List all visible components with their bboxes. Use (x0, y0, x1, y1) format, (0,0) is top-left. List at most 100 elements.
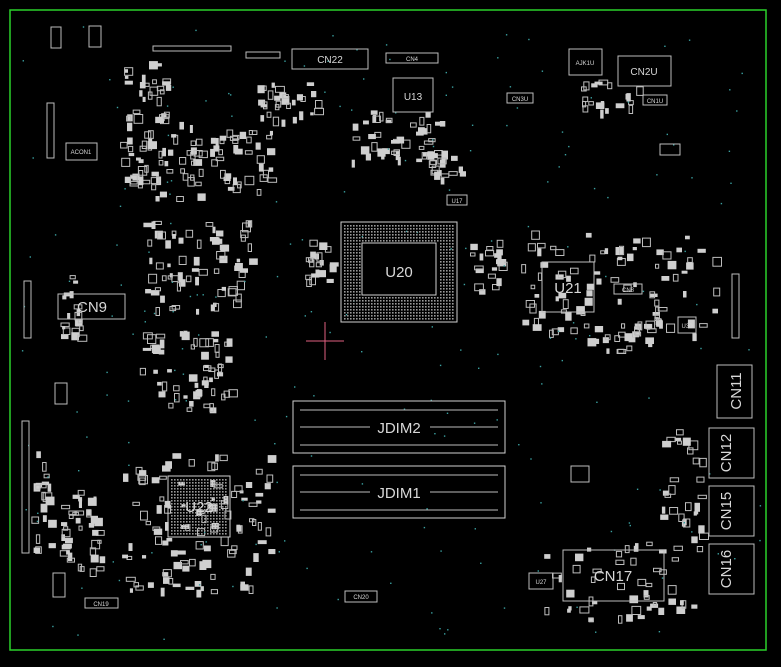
chip-u27[interactable]: U27 (528, 572, 554, 590)
chip-u17[interactable]: U17 (446, 194, 468, 206)
smd-part (87, 497, 97, 506)
via (648, 397, 650, 399)
u20-ball (356, 282, 358, 284)
smd-part (158, 349, 165, 355)
u22-ball (210, 497, 212, 499)
connector-cn12[interactable]: CN12 (708, 427, 755, 479)
smd-part (153, 528, 163, 535)
via (276, 481, 278, 484)
u22-ball (174, 479, 176, 481)
connector-cn15[interactable]: CN15 (708, 485, 755, 537)
smd-part (171, 134, 177, 138)
smd-part (248, 585, 254, 595)
smd-part (209, 403, 214, 412)
u20-ball (431, 315, 433, 317)
u20-ball (452, 249, 454, 251)
u20-ball (350, 285, 352, 287)
u20-ball (359, 225, 361, 227)
part-cn19[interactable]: CN19 (84, 597, 119, 609)
chip-u30[interactable]: U30 (677, 316, 697, 334)
u20-ball (419, 231, 421, 233)
u20-ball (395, 237, 397, 239)
chip-u13[interactable]: U13 (392, 77, 434, 113)
part-cn8[interactable]: CN8 (613, 283, 643, 295)
u20-ball (410, 300, 412, 302)
chip-u20-bga[interactable]: U20 (340, 221, 458, 323)
u20-ball (359, 270, 361, 272)
u20-ball (425, 240, 427, 242)
u22-ball (171, 530, 173, 532)
u22-ball (195, 485, 197, 487)
u20-ball (362, 297, 364, 299)
u22-ball (204, 491, 206, 493)
u20-ball (443, 267, 445, 269)
chip-u22-bga[interactable]: U22 (167, 475, 231, 538)
part-cn18[interactable] (52, 572, 66, 598)
connector-cn22[interactable]: CN22 (291, 48, 369, 70)
u20-ball (353, 234, 355, 236)
chip-u21[interactable]: U21 (541, 261, 595, 313)
u20-ball (356, 267, 358, 269)
u20-ball (344, 297, 346, 299)
part-ajk1u[interactable]: AJK1U (568, 48, 603, 76)
u20-ball (443, 249, 445, 251)
part-cn1u[interactable]: CN1U (642, 94, 668, 106)
smd-part (299, 111, 304, 121)
smd-part (485, 250, 495, 257)
u20-ball (356, 291, 358, 293)
u22-ball (219, 512, 221, 514)
u22-ball (195, 491, 197, 493)
via (68, 280, 71, 282)
u20-ball (344, 276, 346, 278)
u20-ball (437, 318, 439, 320)
u20-ball (395, 300, 397, 302)
u20-ball (431, 309, 433, 311)
u22-ball (204, 512, 206, 514)
u20-ball (386, 231, 388, 233)
connector-cn4[interactable]: CN4 (385, 52, 439, 64)
u22-ball (213, 518, 215, 520)
connector-acon1[interactable]: ACON1 (65, 142, 98, 161)
smd-part (155, 262, 164, 270)
smd-part (43, 473, 50, 479)
u22-ball (210, 485, 212, 487)
part-cn20[interactable]: CN20 (344, 590, 378, 603)
connector-cn16[interactable]: CN16 (708, 543, 755, 595)
connector-cn17[interactable]: CN17 (562, 549, 665, 602)
smd-part (216, 230, 224, 237)
smd-part (537, 242, 546, 249)
u22-ball (174, 503, 176, 505)
u20-ball (374, 240, 376, 242)
u20-ball (422, 312, 424, 314)
u20-ball (371, 234, 373, 236)
u22-ball (216, 497, 218, 499)
via (696, 303, 698, 306)
u20-ball (371, 240, 373, 242)
via (153, 312, 156, 315)
dimm-slot-jdim1[interactable]: JDIM1 (292, 465, 506, 519)
connector-cn9[interactable]: CN9 (57, 293, 126, 320)
connector-cn11[interactable]: CN11 (716, 364, 753, 419)
u22-ball (213, 512, 215, 514)
u20-ball (386, 228, 388, 230)
connector-cn2u[interactable]: CN2U (617, 55, 672, 87)
smd-part (162, 569, 172, 578)
smd-part (588, 618, 594, 623)
u20-ball (440, 246, 442, 248)
part-cn3u[interactable]: CN3U (506, 92, 534, 104)
cn11-label: CN11 (728, 372, 745, 409)
dimm-slot-jdim2[interactable]: JDIM2 (292, 400, 506, 454)
u20-ball (434, 312, 436, 314)
u20-ball (449, 240, 451, 242)
via (54, 234, 57, 236)
smd-part (474, 283, 484, 292)
u20-ball (359, 276, 361, 278)
u22-ball (225, 509, 227, 511)
via (728, 150, 731, 152)
smd-part (669, 507, 679, 515)
u20-ball (407, 312, 409, 314)
u20-ball (377, 312, 379, 314)
smd-part (479, 289, 486, 295)
via (231, 115, 233, 117)
